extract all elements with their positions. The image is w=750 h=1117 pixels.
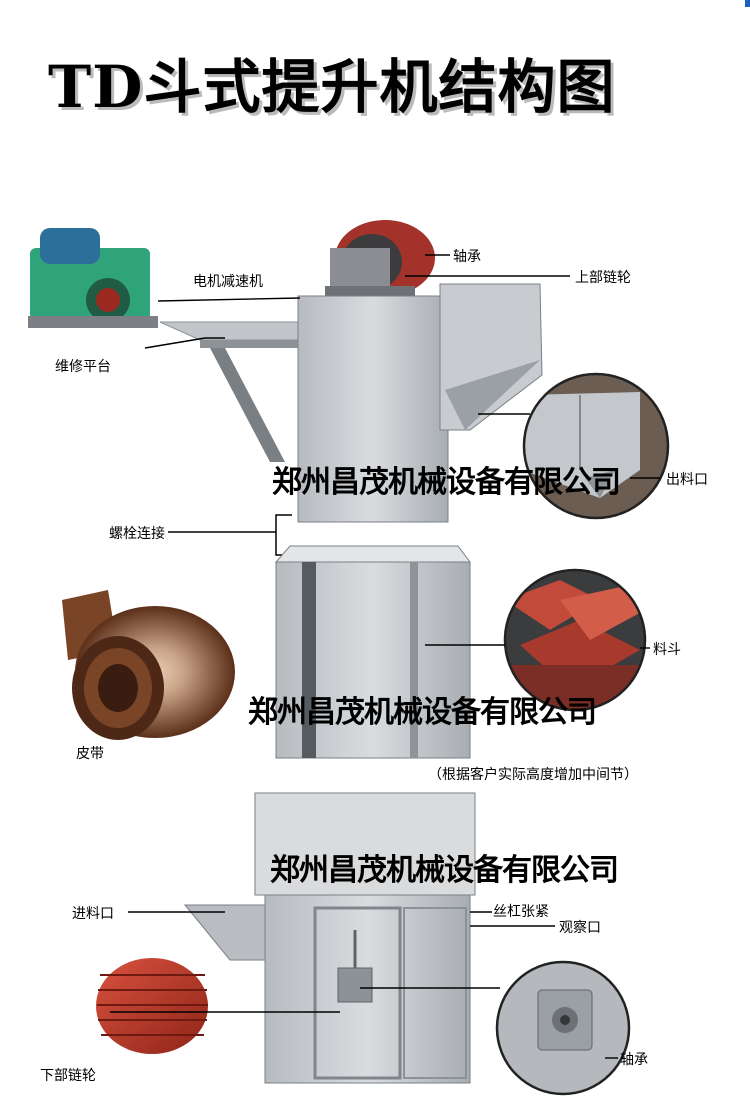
label-bolt-connection: 螺栓连接 bbox=[109, 526, 165, 542]
label-screw-tension: 丝杠张紧 bbox=[493, 904, 549, 920]
watermark-upper: 郑州昌茂机械设备有限公司 bbox=[272, 465, 620, 500]
label-bucket: 料斗 bbox=[653, 642, 681, 658]
corner-mark bbox=[745, 0, 750, 7]
discharge-detail-circle bbox=[522, 372, 670, 520]
label-bearing-bottom: 轴承 bbox=[620, 1052, 648, 1068]
label-lower-sprocket: 下部链轮 bbox=[40, 1068, 96, 1084]
label-observation-port: 观察口 bbox=[559, 920, 601, 936]
upper-sprocket-image bbox=[325, 220, 435, 296]
page-title: TD斗式提升机结构图 bbox=[48, 53, 616, 121]
bearing-detail-circle bbox=[495, 960, 631, 1096]
lower-sprocket-image bbox=[96, 958, 208, 1054]
middle-section bbox=[274, 545, 471, 759]
label-feed-port: 进料口 bbox=[72, 906, 114, 922]
lower-section bbox=[183, 792, 476, 1084]
platform-and-head bbox=[159, 283, 543, 523]
belt-roll-image bbox=[62, 590, 235, 740]
leader-lines bbox=[110, 254, 660, 1059]
label-belt: 皮带 bbox=[76, 746, 104, 762]
label-discharge-port: 出料口 bbox=[666, 472, 708, 488]
label-motor-reducer: 电机减速机 bbox=[193, 274, 263, 290]
watermark-middle: 郑州昌茂机械设备有限公司 bbox=[248, 695, 596, 730]
label-maintenance-platform: 维修平台 bbox=[55, 359, 111, 375]
label-upper-sprocket: 上部链轮 bbox=[575, 270, 631, 286]
watermark-lower: 郑州昌茂机械设备有限公司 bbox=[270, 853, 618, 888]
label-note: （根据客户实际高度增加中间节） bbox=[428, 767, 638, 783]
motor-reducer-image bbox=[28, 228, 158, 328]
label-bearing-top: 轴承 bbox=[453, 249, 481, 265]
bucket-detail-circle bbox=[503, 568, 647, 712]
